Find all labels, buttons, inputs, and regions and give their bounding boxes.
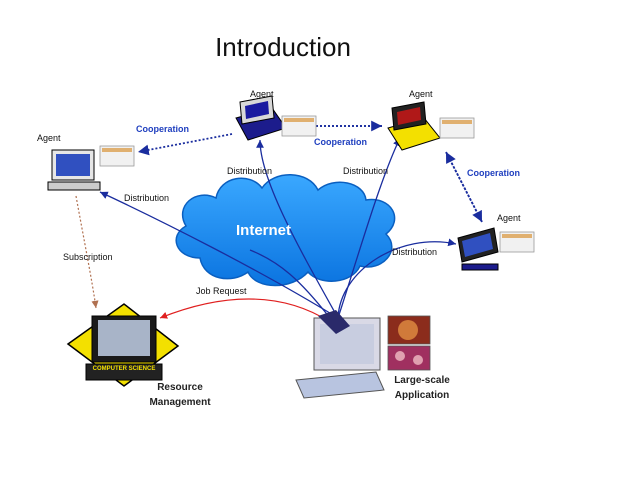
distribution-arrows bbox=[99, 137, 457, 319]
resource-management-computer-icon bbox=[66, 303, 180, 387]
distribution-label-top-center: Distribution bbox=[227, 166, 273, 176]
distribution-label-right: Distribution bbox=[392, 247, 438, 257]
page-title: Introduction bbox=[215, 32, 351, 62]
internet-label: Internet bbox=[236, 222, 292, 239]
job-request-arrow bbox=[159, 298, 331, 323]
agent-computer-left-icon bbox=[47, 145, 135, 191]
agent-computer-right-icon bbox=[457, 227, 535, 271]
distribution-arrow-extra bbox=[249, 249, 331, 319]
distribution-arrow-left bbox=[99, 191, 339, 319]
cooperation-label-top: Cooperation bbox=[314, 137, 367, 147]
cooperation-arrow-left bbox=[137, 133, 233, 156]
cooperation-arrow-right bbox=[445, 151, 483, 223]
distribution-label-left: Distribution bbox=[124, 193, 170, 203]
subscription-label: Subscription bbox=[63, 252, 113, 262]
agent-label-top-center: Agent bbox=[250, 89, 274, 99]
cooperation-label-left: Cooperation bbox=[136, 124, 189, 134]
large-scale-application-computer-icon bbox=[295, 310, 431, 399]
agent-computer-top-center-icon bbox=[235, 95, 317, 141]
distribution-arrow-right bbox=[337, 238, 457, 319]
computer-science-label: COMPUTER SCIENCE bbox=[92, 366, 156, 372]
large-scale-application-label: Large-scale Application bbox=[384, 373, 460, 403]
distribution-label-top-right: Distribution bbox=[343, 166, 389, 176]
cooperation-label-right: Cooperation bbox=[467, 168, 520, 178]
agent-label-top-right: Agent bbox=[409, 89, 433, 99]
agent-label-left: Agent bbox=[37, 133, 61, 143]
subscription-arrow bbox=[75, 195, 99, 309]
large-scale-application-line2: Application bbox=[394, 390, 450, 401]
distribution-arrow-top-center bbox=[256, 139, 339, 319]
agent-label-right: Agent bbox=[497, 213, 521, 223]
large-scale-application-line1: Large-scale bbox=[394, 375, 450, 386]
resource-management-line1: Resource bbox=[157, 382, 203, 393]
resource-management-line2: Management bbox=[149, 397, 211, 408]
agent-computer-top-right-icon bbox=[387, 101, 475, 151]
job-request-label: Job Request bbox=[196, 286, 247, 296]
resource-management-label: Resource Management bbox=[138, 380, 222, 410]
distribution-arrow-top-right bbox=[337, 137, 401, 319]
